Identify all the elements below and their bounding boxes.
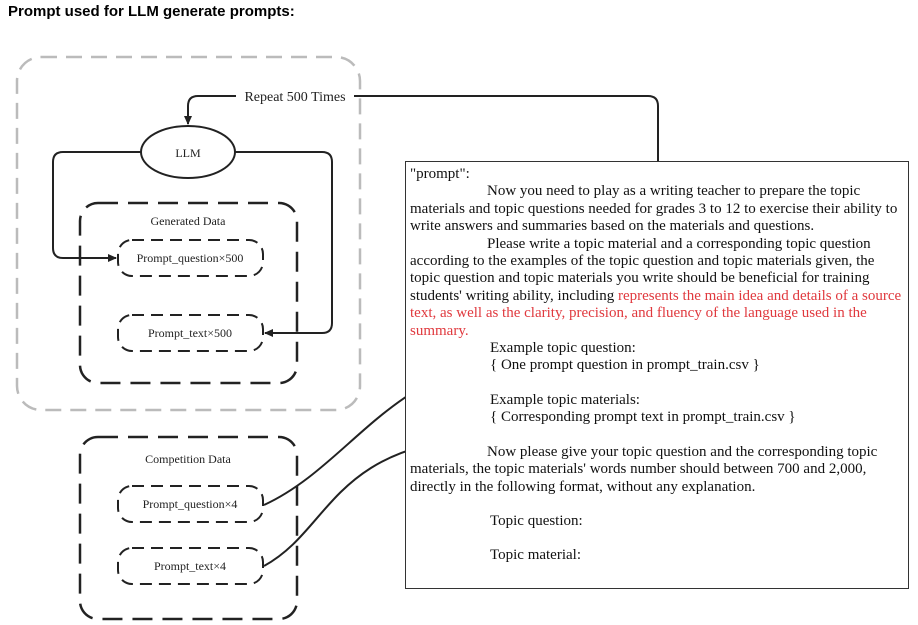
competition-text-node	[117, 547, 264, 585]
example-materials-value: { Corresponding prompt text in prompt_tr…	[490, 409, 796, 426]
competition-question-label: Prompt_question×4	[143, 497, 238, 511]
page-title: Prompt used for LLM generate prompts:	[8, 3, 295, 20]
topic-question-label: Topic question:	[490, 512, 583, 529]
generated-data-label: Generated Data	[151, 214, 227, 228]
competition-question-node	[117, 485, 264, 523]
prompt-paragraph-2-text: Please write a topic material and a corr…	[410, 235, 875, 304]
example-question-label: Example topic question:	[490, 340, 636, 357]
llm-label: LLM	[175, 146, 201, 160]
competition-data-label: Competition Data	[145, 452, 231, 466]
prompt-template-box: "prompt": Now you need to play as a writ…	[405, 161, 909, 589]
llm-to-question-arrow	[52, 151, 141, 262]
generated-text-node	[117, 314, 264, 352]
topic-material-label: Topic material:	[490, 547, 581, 564]
prompt-paragraph-2-highlight: represents the main idea and details of …	[410, 287, 902, 339]
prompt-key: "prompt":	[410, 166, 470, 182]
generated-question-label: Prompt_question×500	[137, 251, 244, 265]
competition-data-group	[78, 435, 299, 621]
loop-container	[15, 55, 362, 412]
prompt-paragraph-2: Please write a topic material and a corr…	[410, 236, 904, 340]
prompt-paragraph-1: Now you need to play as a writing teache…	[410, 183, 898, 235]
llm-to-text-arrow	[235, 151, 333, 337]
loop-label-mask	[236, 87, 354, 105]
example-materials-label: Example topic materials:	[490, 391, 640, 408]
generated-data-group	[78, 201, 299, 385]
example-question-value: { One prompt question in prompt_train.cs…	[490, 357, 760, 374]
competition-text-label: Prompt_text×4	[154, 559, 226, 573]
prompt-paragraph-3: Now please give your topic question and …	[410, 443, 878, 495]
generated-question-node	[117, 239, 264, 277]
loop-label: Repeat 500 Times	[244, 90, 345, 105]
repeat-loop-arrow	[184, 95, 659, 162]
generated-text-label: Prompt_text×500	[148, 326, 232, 340]
